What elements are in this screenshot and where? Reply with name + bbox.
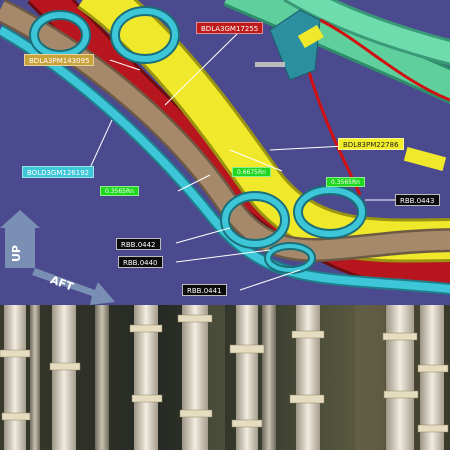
label-bdla3gm17255: BDLA3GM17255	[196, 22, 264, 34]
dimension-label-b: 0.6675Rn	[232, 167, 271, 177]
label-bold3gm126192: BOLD3GM126192	[22, 166, 95, 178]
wire-bundles-drawing	[0, 305, 449, 450]
wire-bundles-photo	[0, 305, 450, 450]
dimension-label-c: 0.3565Rn	[326, 177, 365, 187]
clamp-c	[220, 191, 290, 249]
aft-arrow	[32, 268, 115, 305]
dimension-label-a: 0.3565Rn	[100, 186, 139, 196]
label-rbb0441: RBB.0441	[182, 284, 227, 296]
clamp-e	[264, 242, 316, 274]
label-rbb0443: RBB.0443	[395, 194, 440, 206]
label-bdl83pm22786: BDL83PM22786	[338, 138, 404, 150]
label-rbb0440: RBB.0440	[118, 256, 163, 268]
cad-drawing	[0, 0, 450, 305]
leader-lines	[89, 32, 395, 291]
label-bdla3pm143095: BDLA3PM143095	[24, 54, 95, 66]
cable-ties	[0, 314, 449, 433]
cad-wire-harness-view: BDLA3GM17255 BDLA3PM143095 BDL83PM22786 …	[0, 0, 450, 305]
up-axis-label: UP	[10, 245, 23, 262]
label-rbb0442: RBB.0442	[116, 238, 161, 250]
clamp-d	[293, 185, 367, 239]
up-arrow	[0, 210, 40, 268]
clamp-b	[110, 6, 180, 64]
